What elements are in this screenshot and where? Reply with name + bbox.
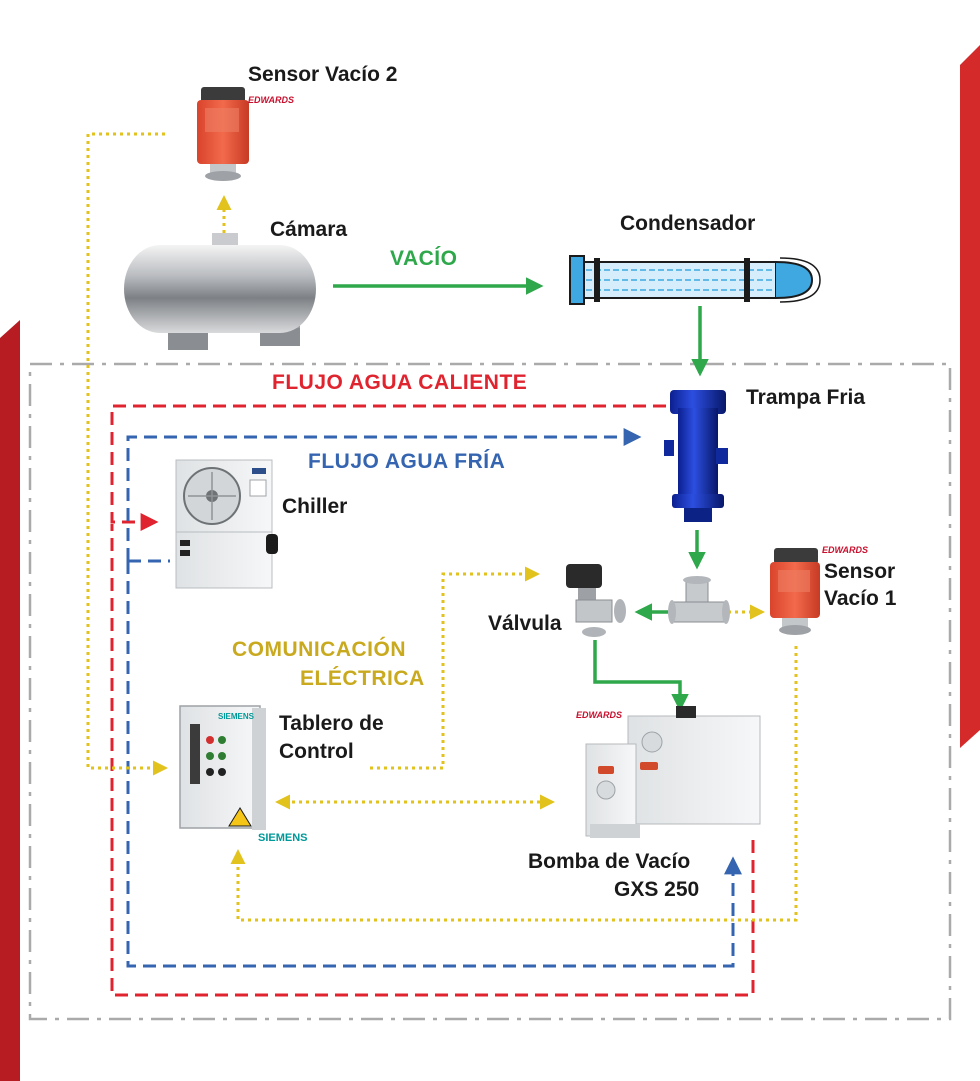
sensor-vacio-1-label-line2: Vacío 1	[824, 587, 897, 610]
condenser-image	[569, 255, 821, 305]
vacuum-sensor-1-image	[770, 548, 820, 635]
vacuum-pump-image	[585, 706, 761, 838]
camara-label: Cámara	[270, 218, 348, 241]
valve-image	[566, 564, 626, 637]
bomba-label-line1: Bomba de Vacío	[528, 850, 691, 873]
siemens-brand-top: SIEMENS	[218, 712, 255, 721]
hot-water-line-pump	[110, 524, 755, 997]
cold-water-line-pump	[126, 561, 742, 968]
signal-line-sensor1-panel	[230, 646, 798, 922]
sensor-vacio-2-label: Sensor Vacío 2	[248, 63, 398, 86]
control-panel-image	[179, 705, 266, 830]
system-boundary	[28, 362, 952, 1021]
cold-trap-image	[664, 390, 728, 522]
electrical-flow-label-line1: COMUNICACIÓN	[232, 638, 406, 661]
condensador-label: Condensador	[620, 212, 756, 235]
chiller-label: Chiller	[282, 495, 348, 518]
edwards-brand-sensor1: EDWARDS	[822, 545, 869, 555]
left-side-bar	[0, 320, 20, 1081]
signal-line-panel-valve	[370, 566, 540, 770]
chamber-tank-image	[124, 233, 316, 350]
siemens-brand-bottom: SIEMENS	[258, 832, 308, 844]
electrical-flow-label-line2: ELÉCTRICA	[300, 667, 425, 690]
tablero-label-line2: Control	[279, 740, 354, 763]
right-side-bar	[960, 45, 980, 748]
hot-water-line-trap	[110, 404, 666, 531]
trampa-fria-label: Trampa Fria	[746, 386, 866, 409]
sensor-vacio-1-label-line1: Sensor	[824, 560, 896, 583]
vacuum-arrow-valve-pump	[593, 640, 689, 712]
edwards-brand-sensor2: EDWARDS	[248, 95, 295, 105]
cold-water-flow-label: FLUJO AGUA FRÍA	[308, 450, 506, 473]
cold-water-line-trap	[126, 428, 642, 561]
bomba-label-line2: GXS 250	[614, 878, 700, 901]
tablero-label-line1: Tablero de	[279, 712, 384, 735]
signal-line-sensor2	[86, 132, 168, 776]
vacuum-sensor-2-image	[197, 87, 249, 181]
edwards-brand-pump: EDWARDS	[576, 710, 623, 720]
vacio-flow-label: VACÍO	[390, 247, 458, 270]
valvula-label: Válvula	[488, 612, 562, 635]
chiller-image	[175, 459, 278, 589]
hot-water-flow-label: FLUJO AGUA CALIENTE	[272, 371, 528, 394]
tee-fitting-image	[668, 576, 730, 624]
